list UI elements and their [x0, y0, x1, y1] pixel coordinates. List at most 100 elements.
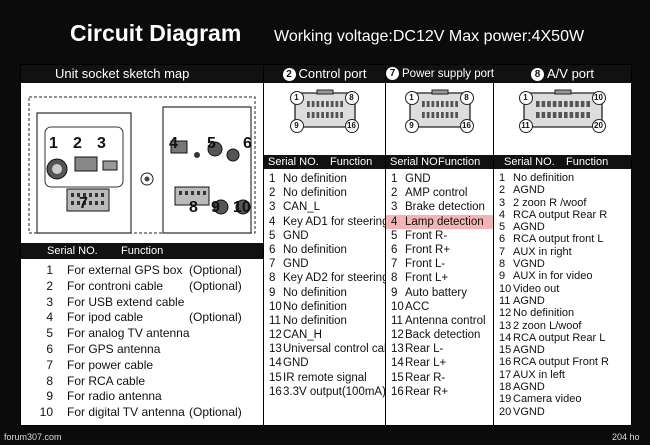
function-text: AUX in for video — [513, 270, 593, 283]
connector-pin — [335, 101, 338, 107]
serial-number: 4 — [269, 215, 276, 228]
function-text: 2 zoon R /woof — [513, 196, 587, 209]
footer-code: 204 ho — [612, 432, 640, 442]
list-item: 10No definition — [264, 300, 385, 314]
pin-label: 1 — [404, 91, 419, 105]
unit-sketch-map — [28, 96, 256, 234]
serial-number: 9 — [269, 286, 276, 299]
function-text: Brake detection — [405, 201, 485, 214]
power-port-table-header: Serial NO. Function — [386, 155, 493, 169]
callout-3: 3 — [97, 135, 106, 152]
connector-pin — [454, 101, 458, 107]
list-item: 7 AUX in right — [494, 246, 631, 258]
function-text: AGND — [513, 344, 545, 357]
serial-number: 2 — [499, 184, 506, 197]
connector-pin — [426, 112, 429, 118]
function-text: Antenna control — [405, 314, 486, 327]
pin-label: 8 — [459, 91, 474, 105]
function-text: CAN_L — [283, 201, 321, 214]
serial-number: 14 — [391, 357, 404, 370]
pin-label: 1 — [289, 91, 304, 105]
serial-number: 3 — [269, 201, 276, 214]
function-text: VGND — [513, 258, 545, 271]
pin-label: 20 — [591, 119, 606, 133]
pin-label: 9 — [289, 119, 304, 133]
serial-number: 10 — [39, 405, 53, 420]
function-text: Rear R- — [405, 371, 446, 384]
connector-pin — [421, 112, 425, 118]
serial-header: Serial NO. — [268, 156, 319, 168]
function-text: Lamp detection — [405, 215, 484, 228]
function-text: AUX in right — [513, 245, 572, 258]
function-text: 3.3V output(100mA) — [283, 385, 385, 398]
list-item: 15IR remote signal — [264, 371, 385, 385]
callout-4: 4 — [169, 135, 178, 152]
serial-number: 20 — [499, 405, 512, 418]
connector-pin — [325, 112, 329, 118]
function-text: GND — [283, 229, 309, 242]
function-text: RCA output Rear L — [513, 331, 606, 344]
function-text: RCA output Rear R — [513, 208, 608, 221]
function-text: For ipod cable — [67, 310, 144, 325]
connector-pin — [569, 112, 573, 118]
control-port-title: Control port — [298, 66, 367, 81]
serial-number: 5 — [269, 229, 276, 242]
function-text: For controni cable — [67, 278, 164, 293]
connector-pin — [585, 101, 590, 107]
connector-pin — [557, 112, 562, 118]
connector-pin — [445, 101, 448, 107]
list-item: 163.3V output(100mA) — [264, 385, 385, 399]
function-text: Rear R+ — [405, 385, 449, 398]
serial-number: 9 — [499, 270, 506, 283]
connector-pin — [580, 101, 584, 107]
connector-pin — [580, 112, 584, 118]
serial-number: 1 — [269, 173, 276, 185]
serial-number: 7 — [269, 258, 276, 271]
serial-number: 6 — [391, 243, 398, 256]
serial-number: 5 — [391, 229, 398, 242]
connector-pin — [563, 101, 568, 107]
connector-pin — [535, 101, 540, 107]
list-item: 5 GND — [264, 229, 385, 243]
function-text: Video out — [513, 282, 560, 295]
pin-label: 9 — [404, 119, 419, 133]
serial-number: 12 — [269, 329, 282, 342]
connector-pin — [335, 112, 338, 118]
serial-number: 11 — [391, 314, 403, 327]
list-item: 8 VGND — [494, 258, 631, 270]
unit-function-table-header: Serial NO. Function — [21, 243, 263, 259]
serial-number: 7 — [499, 245, 506, 258]
function-text: No definition — [283, 300, 347, 313]
control-port-table-header: Serial NO. Function — [264, 155, 385, 169]
function-text: For analog TV antenna — [67, 326, 190, 341]
function-text: Auto battery — [405, 286, 468, 299]
header: Circuit Diagram Working voltage:DC12V Ma… — [0, 0, 650, 62]
serial-number: 3 — [499, 196, 506, 209]
function-text: ACC — [405, 300, 430, 313]
serial-number: 8 — [499, 258, 506, 271]
serial-number: 16 — [391, 385, 404, 398]
serial-number: 5 — [499, 221, 506, 234]
power-port-number: 7 — [386, 67, 399, 80]
serial-number: 14 — [269, 357, 282, 370]
unit-socket-column: Unit socket sketch map — [21, 65, 264, 425]
callout-5: 5 — [207, 135, 216, 152]
av-port-table-header: Serial NO. Function — [494, 155, 631, 169]
connector-pin — [320, 112, 324, 118]
